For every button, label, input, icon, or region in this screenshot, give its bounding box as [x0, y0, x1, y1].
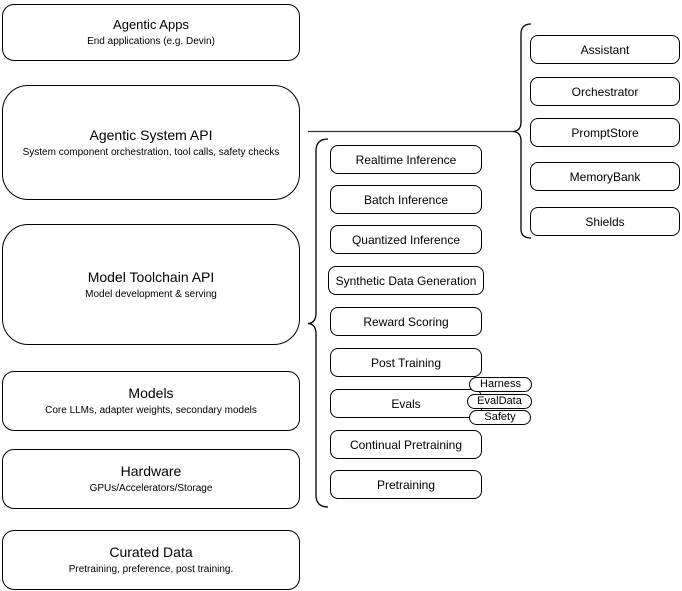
service-label: Synthetic Data Generation [335, 273, 477, 288]
box-title: Model Toolchain API [87, 268, 215, 285]
service-label: Batch Inference [363, 192, 449, 207]
component-label: Assistant [580, 42, 630, 57]
box-subtitle: GPUs/Accelerators/Storage [89, 483, 213, 494]
box-title: Agentic System API [89, 126, 213, 143]
box-curated-data: Curated Data Pretraining, preference, po… [2, 530, 300, 590]
box-hardware: Hardware GPUs/Accelerators/Storage [2, 449, 300, 509]
component-label: MemoryBank [569, 169, 641, 184]
box-title: Hardware [120, 463, 182, 479]
component-box-orchestrator: Orchestrator [530, 77, 680, 106]
box-agentic-apps: Agentic Apps End applications (e.g. Devi… [2, 4, 300, 61]
service-box-pretraining: Pretraining [330, 470, 482, 499]
eval-tag-label: EvalData [477, 395, 522, 407]
service-box-realtime-inference: Realtime Inference [330, 145, 482, 174]
component-box-shields: Shields [530, 207, 680, 236]
component-label: Shields [585, 214, 625, 229]
component-box-promptstore: PromptStore [530, 118, 680, 147]
service-label: Pretraining [376, 477, 436, 492]
box-title: Agentic Apps [113, 17, 189, 32]
eval-tag-label: Harness [480, 378, 521, 390]
service-box-batch-inference: Batch Inference [330, 185, 482, 214]
service-label: Reward Scoring [363, 314, 449, 329]
eval-tag-safety: Safety [469, 410, 531, 425]
service-label: Evals [391, 396, 421, 411]
component-label: PromptStore [571, 125, 639, 140]
box-model-toolchain-api: Model Toolchain API Model development & … [2, 224, 300, 345]
component-label: Orchestrator [571, 84, 639, 99]
box-agentic-system-api: Agentic System API System component orch… [2, 85, 300, 200]
service-box-quantized-inference: Quantized Inference [330, 225, 482, 254]
box-title: Models [128, 385, 174, 401]
box-title: Curated Data [109, 544, 193, 560]
service-label: Quantized Inference [351, 232, 461, 247]
service-label: Post Training [370, 355, 442, 370]
service-box-reward-scoring: Reward Scoring [330, 307, 482, 336]
box-models: Models Core LLMs, adapter weights, secon… [2, 371, 300, 431]
service-box-continual-pretraining: Continual Pretraining [330, 430, 482, 459]
eval-tag-harness: Harness [469, 377, 532, 392]
eval-tag-label: Safety [484, 411, 516, 423]
box-subtitle: Core LLMs, adapter weights, secondary mo… [45, 405, 257, 416]
service-box-post-training: Post Training [330, 348, 482, 377]
service-box-evals: Evals [330, 389, 482, 418]
service-label: Continual Pretraining [349, 437, 463, 452]
eval-tag-evaldata: EvalData [467, 394, 532, 409]
components-brace [512, 23, 532, 239]
toolchain-brace [307, 138, 329, 508]
component-box-memorybank: MemoryBank [530, 162, 680, 191]
box-subtitle: Model development & serving [85, 288, 217, 300]
box-subtitle: Pretraining, preference, post training. [68, 564, 234, 575]
box-subtitle: End applications (e.g. Devin) [87, 36, 215, 47]
box-subtitle: System component orchestration, tool cal… [22, 146, 280, 158]
service-box-synthetic-data-generation: Synthetic Data Generation [328, 266, 484, 295]
component-box-assistant: Assistant [530, 35, 680, 64]
service-label: Realtime Inference [355, 152, 457, 167]
